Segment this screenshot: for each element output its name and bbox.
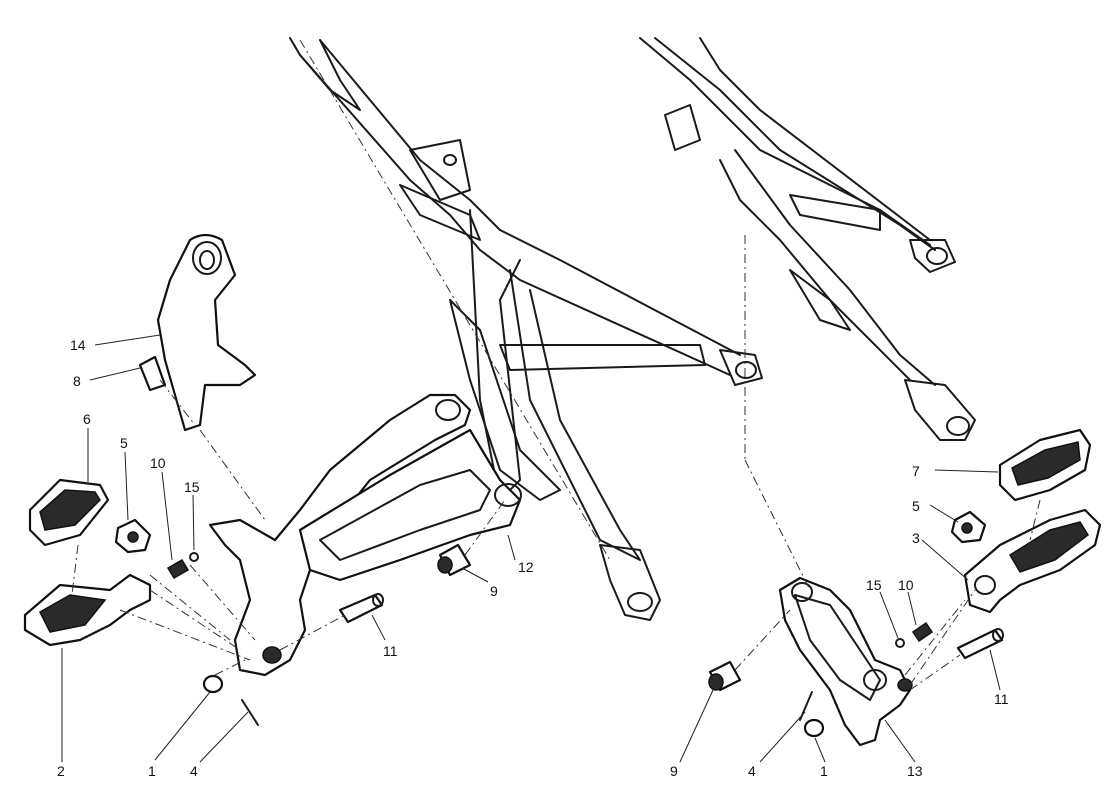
callout-15-left: 15 <box>184 479 200 495</box>
washer-1-left <box>202 674 224 694</box>
ball-15-right <box>895 638 905 648</box>
callout-15-right: 15 <box>866 577 882 593</box>
cotter-pin-4-left <box>241 699 259 726</box>
callout-labels: 14 8 6 5 10 15 12 9 11 2 1 4 7 5 3 15 10… <box>57 337 1009 779</box>
callout-5-right: 5 <box>912 498 920 514</box>
footpeg-bracket-right-13 <box>778 576 913 747</box>
callout-2: 2 <box>57 763 65 779</box>
assembly-lines <box>71 39 1041 691</box>
footpeg-3 <box>963 508 1102 614</box>
callout-10-right: 10 <box>898 577 914 593</box>
spring-10-left <box>166 558 190 580</box>
leader-lines <box>61 334 1001 763</box>
callout-12: 12 <box>518 559 534 575</box>
clip-5-right <box>950 510 987 544</box>
washer-1-right <box>803 718 825 738</box>
heel-guard-14 <box>156 233 257 432</box>
ball-15-left <box>189 552 199 562</box>
callout-9-right: 9 <box>670 763 678 779</box>
callout-4-left: 4 <box>190 763 198 779</box>
callout-13: 13 <box>907 763 923 779</box>
callout-11-right: 11 <box>994 691 1009 707</box>
callout-7: 7 <box>912 463 920 479</box>
bolt-9-left <box>437 543 472 577</box>
footpeg-2 <box>23 573 152 647</box>
callout-6: 6 <box>83 411 91 427</box>
spring-10-right <box>911 621 934 643</box>
callout-11-left: 11 <box>383 643 398 659</box>
pin-11-left <box>338 593 384 624</box>
clip-5-left <box>114 518 152 554</box>
callout-4-right: 4 <box>748 763 756 779</box>
callout-1-right: 1 <box>820 763 828 779</box>
callout-5-left: 5 <box>120 435 128 451</box>
bolt-9-right <box>708 660 742 692</box>
callout-1-left: 1 <box>148 763 156 779</box>
bolt-8 <box>138 355 167 392</box>
callout-14: 14 <box>70 337 86 353</box>
callout-8: 8 <box>73 373 81 389</box>
pin-11-right <box>956 628 1004 660</box>
callout-9-left: 9 <box>490 583 498 599</box>
rear-subframe-right <box>639 37 976 441</box>
footpeg-bracket-left-12 <box>208 393 522 677</box>
callout-10-left: 10 <box>150 455 166 471</box>
callout-3: 3 <box>912 530 920 546</box>
rubber-insert-7 <box>998 428 1092 502</box>
rubber-insert-6 <box>28 478 110 547</box>
